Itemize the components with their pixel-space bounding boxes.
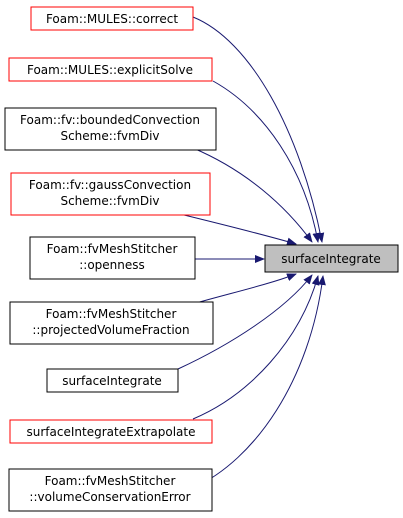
target-label: surfaceIntegrate: [281, 252, 381, 266]
call-edge-1: [192, 16, 325, 243]
caller-label: ::volumeConservationError: [29, 490, 190, 504]
caller-label: Foam::fv::boundedConvection: [20, 113, 200, 127]
caller-node[interactable]: surfaceIntegrateExtrapolate: [9, 419, 213, 444]
caller-label: Foam::MULES::correct: [46, 12, 178, 26]
caller-label: Foam::fv::gaussConvection: [29, 178, 191, 192]
call-edge-3: [192, 147, 313, 243]
caller-node[interactable]: Foam::MULES::correct: [30, 6, 194, 31]
caller-node[interactable]: surfaceIntegrate: [46, 368, 179, 393]
call-edge-7: [177, 274, 313, 370]
caller-label: ::openness: [79, 258, 145, 272]
caller-node[interactable]: Foam::MULES::explicitSolve: [8, 57, 213, 82]
caller-label: surfaceIntegrate: [62, 374, 162, 388]
caller-node[interactable]: Foam::fv::gaussConvection Scheme::fvmDiv: [10, 172, 211, 216]
caller-label: Foam::MULES::explicitSolve: [27, 63, 193, 77]
caller-node[interactable]: Foam::fvMeshStitcher ::volumeConservatio…: [8, 468, 213, 512]
call-edge-8: [192, 275, 320, 420]
call-edge-2: [212, 80, 321, 243]
caller-nodes: Foam::MULES::correct Foam::MULES::explic…: [4, 6, 217, 512]
caller-label: Scheme::fvmDiv: [60, 194, 159, 208]
call-edge-4: [179, 213, 297, 246]
caller-node[interactable]: Foam::fvMeshStitcher ::openness: [29, 236, 196, 280]
call-edges: [177, 16, 326, 489]
caller-label: Foam::fvMeshStitcher: [47, 242, 178, 256]
caller-label: Scheme::fvmDiv: [60, 129, 159, 143]
call-edge-9: [192, 275, 326, 489]
caller-label: surfaceIntegrateExtrapolate: [27, 425, 196, 439]
caller-label: Foam::fvMeshStitcher: [45, 474, 176, 488]
caller-label: Foam::fvMeshStitcher: [46, 307, 177, 321]
target-node[interactable]: surfaceIntegrate: [264, 244, 399, 273]
caller-node[interactable]: Foam::fvMeshStitcher ::projectedVolumeFr…: [9, 301, 214, 345]
caller-label: ::projectedVolumeFraction: [32, 323, 189, 337]
call-edge-6: [195, 273, 297, 304]
caller-node[interactable]: Foam::fv::boundedConvection Scheme::fvmD…: [4, 107, 217, 151]
